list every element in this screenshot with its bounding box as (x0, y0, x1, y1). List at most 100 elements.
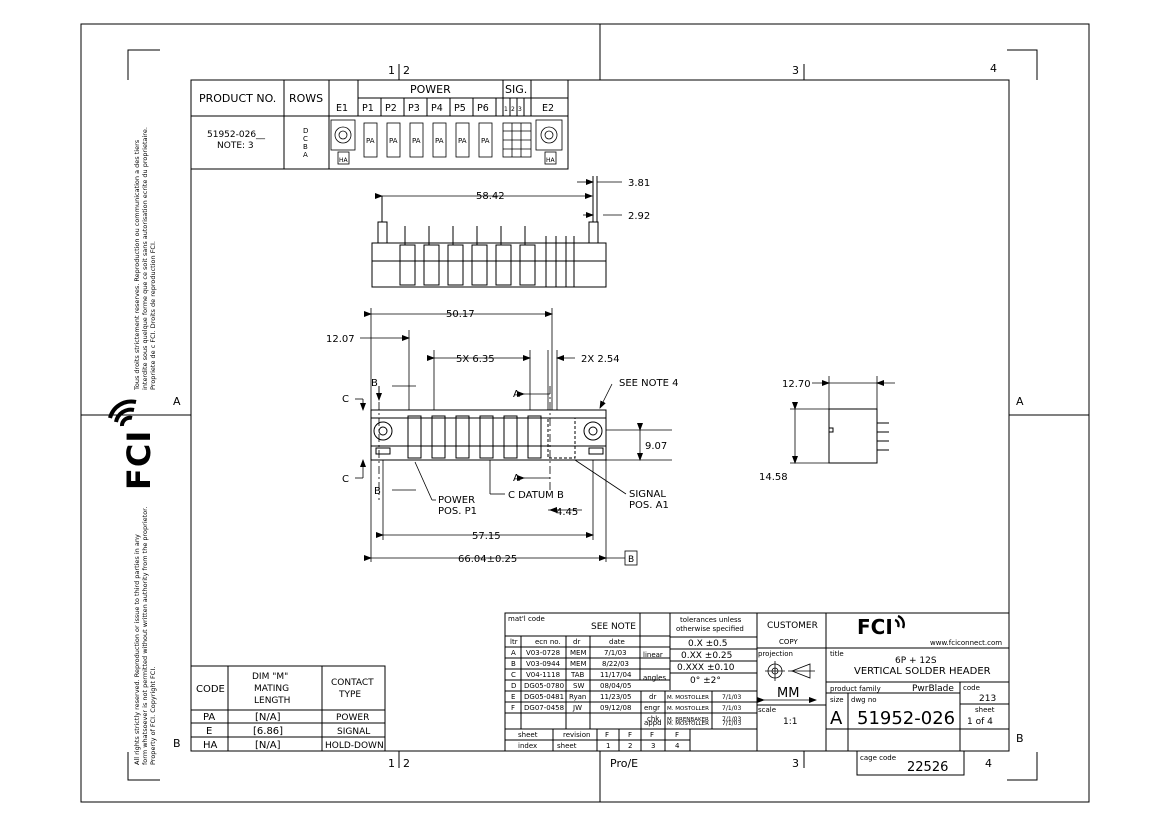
type-row-pa: POWER (336, 713, 369, 723)
fci-logo-title-text: FCI (857, 615, 893, 639)
code-table-text: CODE DIM "M" MATING LENGTH CONTACT TYPE … (196, 672, 384, 751)
sheet-index-sheet-label: sheet (518, 731, 538, 739)
zone-right-b: B (1016, 732, 1024, 745)
sheet-index-rev-4: F (675, 731, 679, 739)
dim-row-pa: [N/A] (255, 712, 281, 723)
dim-14-58: 14.58 (759, 472, 788, 483)
cage-code-value: 22526 (907, 760, 948, 775)
sheet-index-revision-label: revision (563, 731, 590, 739)
legal-english-line-2: form whatsoever is not permitted without… (141, 507, 149, 765)
zone-labels: 1 2 3 4 1 2 Pro/E 3 4 A A B B (173, 62, 1024, 770)
pa-label-p1: PA (366, 137, 375, 145)
header-table-pictograms (330, 119, 563, 165)
legal-english-line-3: Property of FCI. Copyright FCI. (149, 667, 157, 765)
rev-f-dr: JW (572, 704, 582, 712)
mating-header: MATING (254, 684, 289, 694)
header-table-text: PRODUCT NO. ROWS POWER SIG. E1 P1 P2 P3 … (199, 83, 554, 159)
pos-sig-2: 2 (511, 106, 515, 113)
type-row-ha: HOLD-DOWN (325, 741, 384, 751)
product-header-table (190, 79, 569, 170)
approval-chk-role: chk (647, 715, 660, 723)
rev-d-ltr: D (511, 682, 516, 690)
signal-pos-label-1: SIGNAL (629, 489, 666, 500)
fci-logo-side: FCI (108, 399, 158, 490)
section-c-bottom: C (342, 474, 349, 485)
sheet-index-sheet-1: 1 (606, 742, 610, 750)
code-value: 213 (979, 694, 996, 704)
dim-9-07: 9.07 (645, 441, 667, 452)
size-value: A (830, 708, 843, 729)
sheet-value: 1 of 4 (967, 717, 993, 727)
pos-p4: P4 (431, 103, 443, 114)
zone-right-a: A (1016, 395, 1024, 408)
units-value: MM (777, 686, 799, 701)
title-label: title (830, 650, 844, 658)
row-a: A (303, 151, 308, 159)
sig-header: SIG. (505, 83, 527, 96)
rev-a-dr: MEM (570, 649, 587, 657)
cage-code-label: cage code (860, 754, 896, 762)
dwg-no-value: 51952-026 (857, 708, 955, 729)
power-pos-label-1: POWER (438, 495, 475, 506)
pos-e2: E2 (542, 103, 554, 114)
see-note-4: SEE NOTE 4 (619, 378, 678, 389)
dim-4-45: 4.45 (556, 507, 578, 518)
approval-appd-name: M. MOSTOLLER (667, 721, 709, 727)
rev-header-dr: dr (573, 638, 580, 646)
pos-p1: P1 (362, 103, 374, 114)
pos-sig-3: 3 (518, 106, 522, 113)
code-label: code (963, 684, 980, 692)
legal-english: All rights strictly reserved. Reproducti… (133, 507, 157, 765)
tolerances-line-2: otherwise specified (676, 625, 744, 633)
rev-c-ltr: C (511, 671, 516, 679)
dim-12-70: 12.70 (782, 379, 811, 390)
rev-f-ltr: F (511, 704, 515, 712)
power-pos-label-2: POS. P1 (438, 506, 477, 517)
legal-french-line-3: Propriete de c FCI. Droits de reproducti… (149, 241, 157, 390)
approval-appd-role: appd (644, 719, 662, 727)
linear-label: linear (643, 651, 663, 659)
rev-c-ecn: V04-1118 (526, 671, 560, 679)
tolerances-line-1: tolerances unless (680, 616, 742, 624)
scale-label: scale (758, 706, 776, 714)
row-d: D (303, 127, 308, 135)
sheet-index-sheet-2: 2 (628, 742, 632, 750)
zone-bottom-2: 2 (403, 757, 410, 770)
approval-engr-name: M. MOSTOLLER (667, 706, 709, 712)
sheet-index-sheet2-label: sheet (557, 742, 577, 750)
approval-engr-role: engr (644, 704, 660, 712)
side-view-dim-text: 58.42 3.81 2.92 (476, 178, 650, 222)
ha-label-e1: HA (339, 157, 349, 164)
customer-label: CUSTOMER (767, 621, 818, 631)
zone-bottom-4: 4 (985, 757, 992, 770)
product-note: NOTE: 3 (217, 141, 254, 151)
rev-b-ltr: B (511, 660, 516, 668)
pos-e1: E1 (336, 103, 348, 114)
end-view (828, 408, 889, 464)
dim-50-17: 50.17 (446, 309, 475, 320)
rev-c-date: 11/17/04 (600, 671, 632, 679)
dim-12-07: 12.07 (326, 334, 355, 345)
pa-label-p3: PA (412, 137, 421, 145)
zone-top-1: 1 (388, 64, 395, 77)
type-row-e: SIGNAL (337, 727, 370, 737)
row-b: B (303, 143, 308, 151)
section-a-top: A (513, 389, 520, 400)
dim-2x-2-54: 2X 2.54 (581, 354, 620, 365)
rows-header: ROWS (289, 92, 323, 105)
pos-sig-1: 1 (504, 106, 508, 113)
sheet-index-rev-1: F (605, 731, 609, 739)
pa-label-p2: PA (389, 137, 398, 145)
dim-57-15: 57.15 (472, 531, 501, 542)
sheet-label: sheet (975, 706, 995, 714)
projection-symbol (757, 661, 817, 703)
approval-dr-role: dr (649, 693, 656, 701)
dim-3-81: 3.81 (628, 178, 650, 189)
legal-english-line-1: All rights strictly reserved. Reproducti… (133, 534, 141, 765)
side-view-dims (375, 179, 622, 218)
approval-appd-date: 7/1/03 (722, 720, 741, 727)
side-view (371, 176, 607, 288)
pa-label-p6: PA (481, 137, 490, 145)
rev-c-dr: TAB (570, 671, 585, 679)
